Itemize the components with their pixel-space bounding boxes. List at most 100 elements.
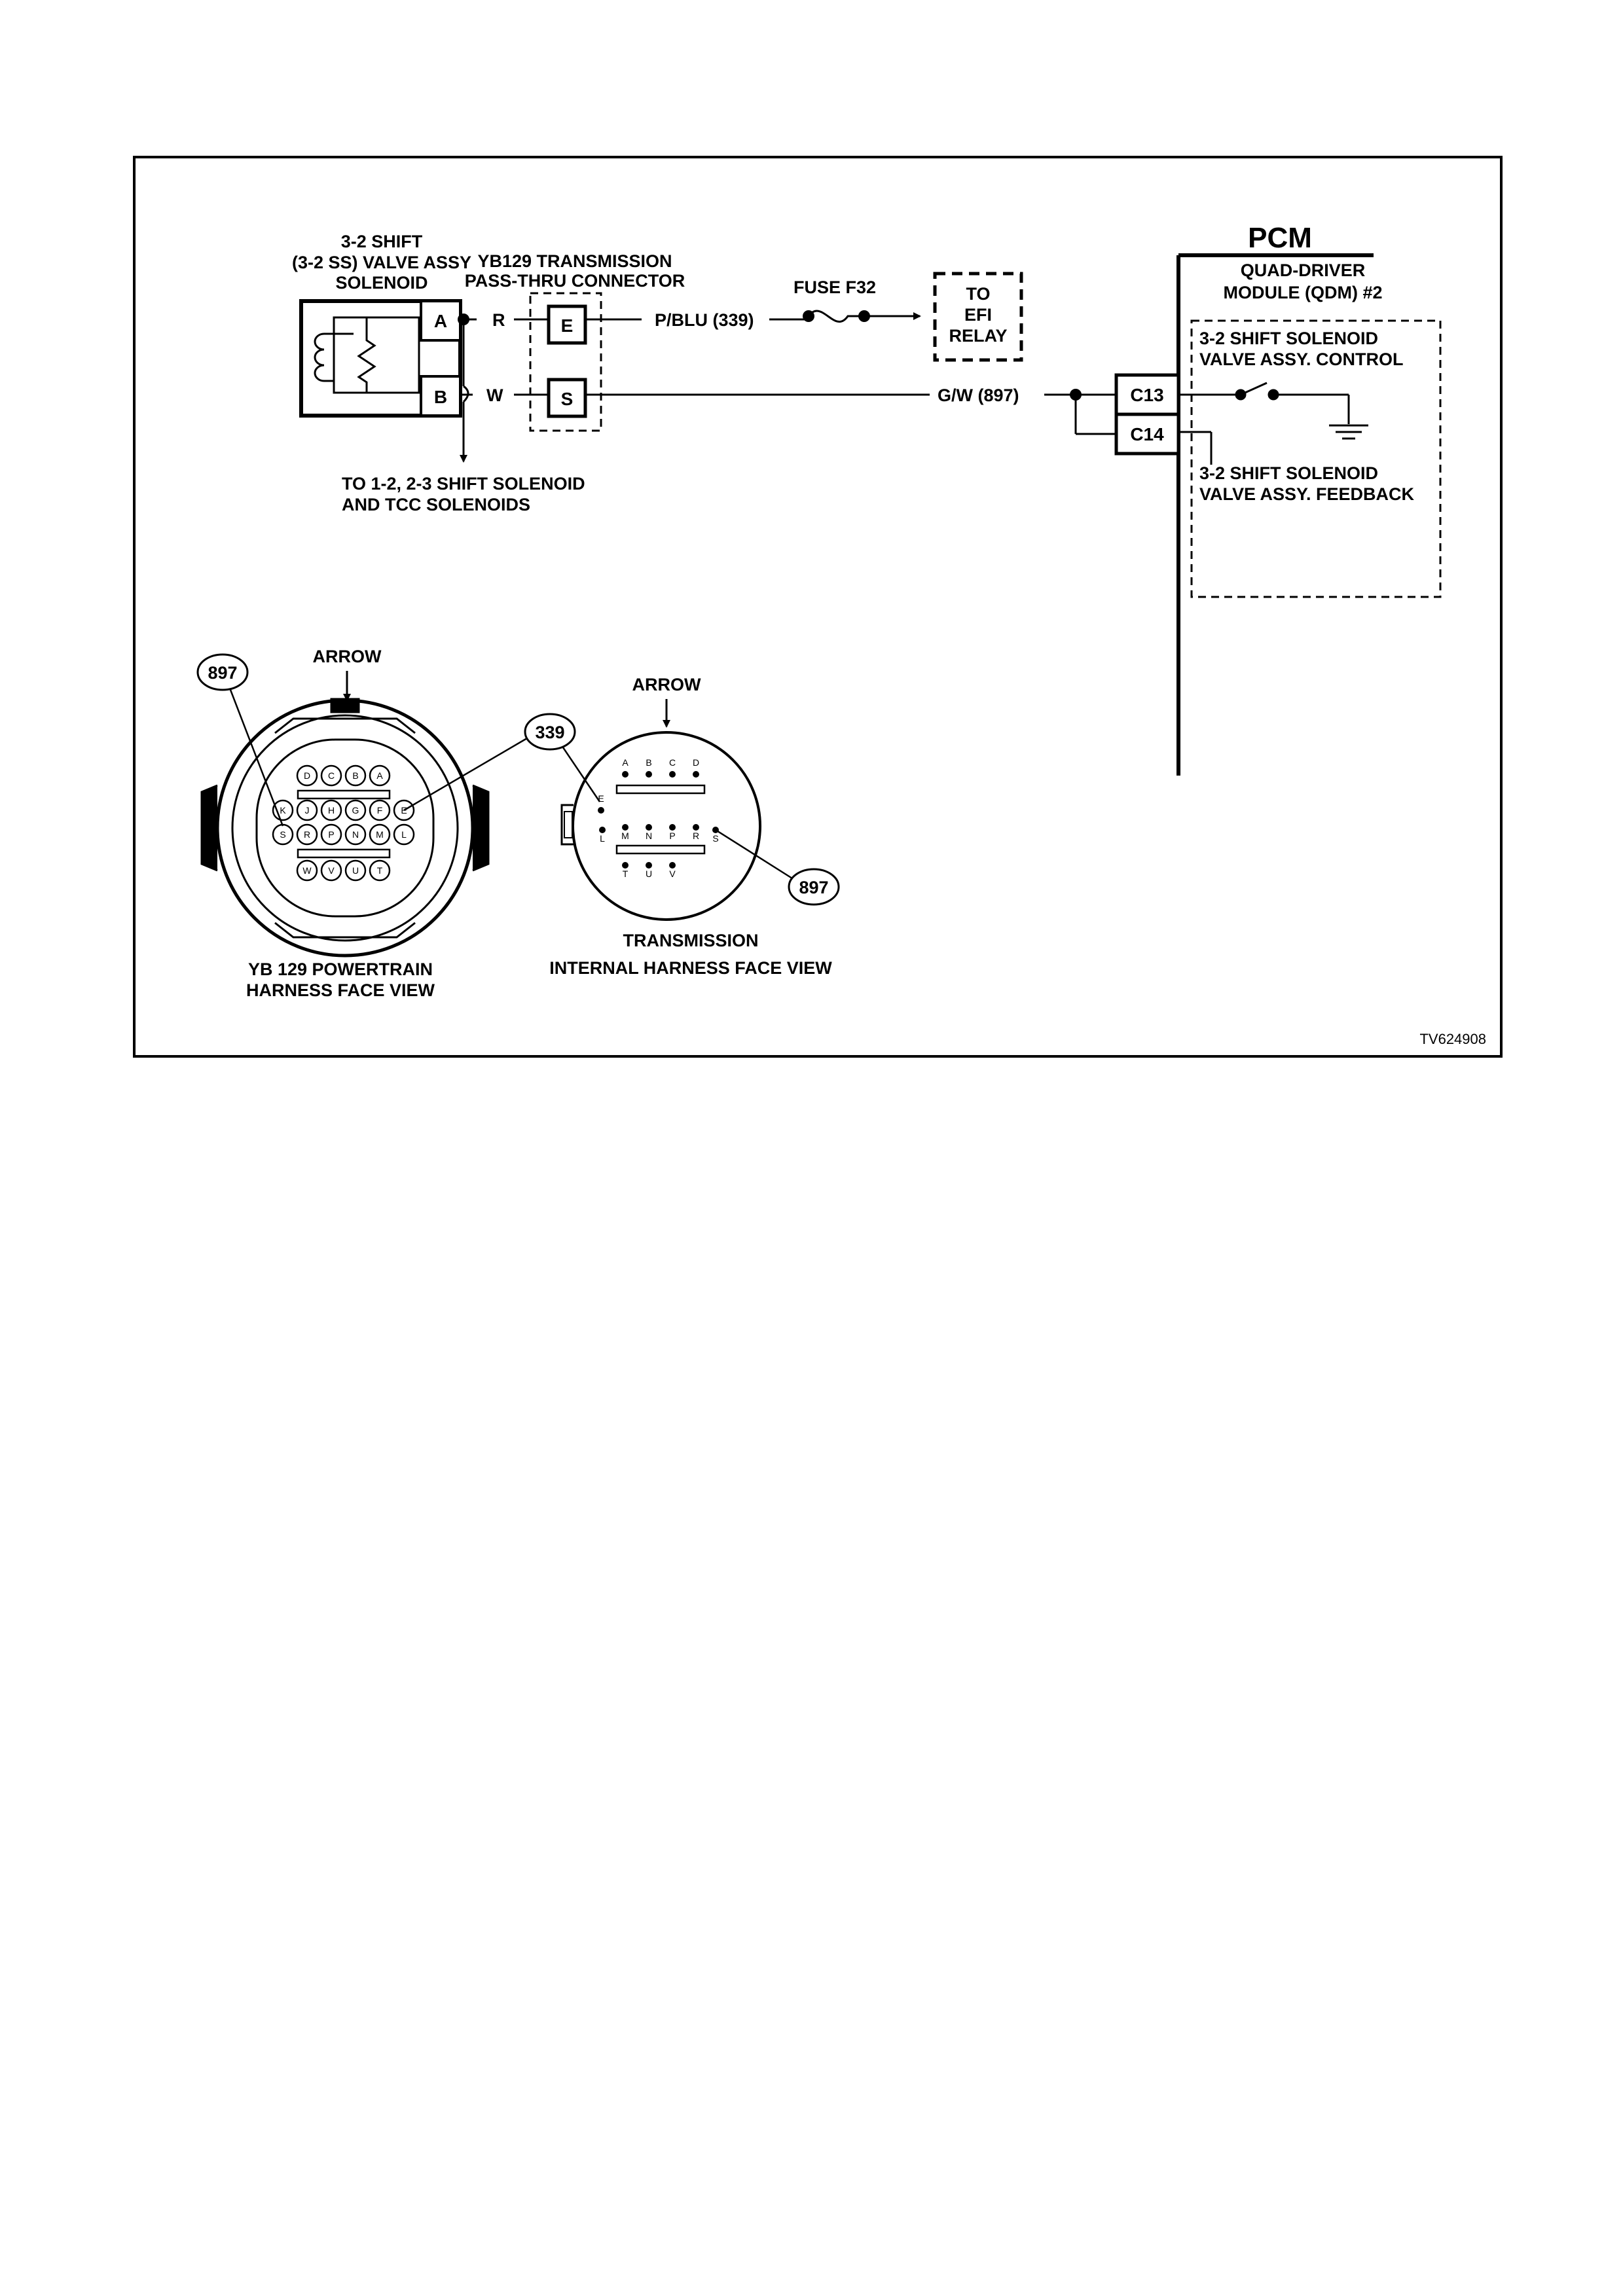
powertrain-key-bar-2 [297,848,391,859]
pin-c: C [669,757,676,778]
svg-text:U: U [646,869,652,879]
feedback-label: 3-2 SHIFT SOLENOID VALVE ASSY. FEEDBACK [1199,463,1415,504]
svg-text:HARNESS FACE VIEW: HARNESS FACE VIEW [246,980,435,1000]
solenoid-coil-icon [314,332,354,382]
fuse-label: FUSE F32 [793,278,876,297]
svg-text:G: G [352,805,359,816]
svg-text:D: D [693,757,699,768]
internal-bottom-pins: T U V [622,862,676,879]
svg-text:897: 897 [208,663,237,683]
svg-text:T: T [377,865,383,876]
svg-text:A: A [376,770,383,781]
internal-key-bar-2 [615,844,706,855]
control-label: 3-2 SHIFT SOLENOID VALVE ASSY. CONTROL [1199,329,1404,369]
internal-arrow-label: ARROW [632,675,701,694]
pass-thru-pin-e: E [547,304,587,345]
to-solenoids-label: TO 1-2, 2-3 SHIFT SOLENOID AND TCC SOLEN… [342,474,585,514]
powertrain-row2: K J H G F E [272,799,415,821]
pin-l: L [599,827,606,844]
svg-text:H: H [328,805,335,816]
pin-a: A [369,764,391,787]
svg-text:D: D [304,770,310,781]
efi-relay-label: TO EFI RELAY [949,284,1007,346]
svg-text:C: C [669,757,676,768]
powertrain-connector [200,698,490,958]
svg-text:897: 897 [799,878,828,897]
pin-u: U [344,859,367,882]
diagram-frame [133,156,1503,1058]
pin-c: C [320,764,342,787]
pin-n: N [646,824,652,841]
svg-text:TO 1-2, 2-3 SHIFT SOLENOID: TO 1-2, 2-3 SHIFT SOLENOID [342,474,585,493]
svg-text:E: E [598,793,604,804]
callout-897-powertrain: 897 [196,653,284,827]
pblu-wire-label: P/BLU (339) [655,310,754,330]
svg-text:C: C [328,770,335,781]
pin-m: M [369,823,391,846]
switch-icon [1178,382,1350,424]
svg-text:AND TCC SOLENOIDS: AND TCC SOLENOIDS [342,495,530,514]
pin-v: V [669,862,676,879]
internal-caption: TRANSMISSION INTERNAL HARNESS FACE VIEW [549,931,832,978]
svg-text:PASS-THRU CONNECTOR: PASS-THRU CONNECTOR [465,271,685,291]
pin-f: F [369,799,391,821]
pin-m: M [621,824,629,841]
svg-text:P: P [328,829,334,840]
pin-r: R [296,823,318,846]
pcm-outline [1176,253,1374,776]
svg-text:S: S [712,833,718,844]
qdm-label: QUAD-DRIVER MODULE (QDM) #2 [1224,260,1383,302]
gw-wire-to-pcm [1044,393,1116,435]
svg-text:S: S [561,389,574,409]
svg-text:N: N [646,831,652,841]
fuse-icon [803,310,921,323]
svg-text:MODULE (QDM) #2: MODULE (QDM) #2 [1224,283,1383,302]
svg-text:U: U [352,865,359,876]
pin-p: P [669,824,676,841]
solenoid-pin-b: B [420,375,462,417]
pin-h: H [320,799,342,821]
pin-w: W [296,859,318,882]
svg-text:V: V [328,865,335,876]
svg-text:RELAY: RELAY [949,326,1007,346]
svg-text:E: E [561,315,574,336]
pin-g: G [344,799,367,821]
svg-text:W: W [302,865,312,876]
svg-text:R: R [693,831,699,841]
svg-text:A: A [622,757,629,768]
pin-a: A [622,757,629,778]
powertrain-caption: YB 129 POWERTRAIN HARNESS FACE VIEW [246,960,435,1000]
svg-text:3-2 SHIFT SOLENOID: 3-2 SHIFT SOLENOID [1199,463,1378,483]
svg-text:VALVE ASSY. CONTROL: VALVE ASSY. CONTROL [1199,350,1404,369]
solenoid-pin-a: A [420,300,462,342]
svg-text:C14: C14 [1130,424,1164,444]
solenoid-body [299,299,462,418]
qdm-dashed-box [1190,319,1442,598]
pcm-title: PCM [1248,222,1312,254]
pin-u: U [646,862,652,879]
figure-code: TV624908 [1419,1031,1486,1047]
pass-thru-pin-s: S [547,378,587,418]
svg-text:EFI: EFI [964,305,992,325]
splice-drop-line [460,319,469,463]
pin-r: R [693,824,699,841]
svg-text:M: M [621,831,629,841]
svg-text:339: 339 [535,723,564,742]
pin-d: D [296,764,318,787]
svg-text:K: K [280,805,286,816]
svg-text:YB 129 POWERTRAIN: YB 129 POWERTRAIN [248,960,433,979]
gw-wire-label: G/W (897) [938,386,1019,405]
ground-icon [1329,424,1368,440]
callout-897-internal: 897 [715,829,840,906]
svg-text:B: B [352,770,358,781]
svg-text:TRANSMISSION: TRANSMISSION [623,931,758,950]
svg-text:SOLENOID: SOLENOID [335,273,428,293]
pin-b: B [344,764,367,787]
svg-text:INTERNAL HARNESS FACE VIEW: INTERNAL HARNESS FACE VIEW [549,958,832,978]
internal-pin-e: E [598,793,604,814]
svg-text:N: N [352,829,359,840]
svg-text:VALVE ASSY. FEEDBACK: VALVE ASSY. FEEDBACK [1199,484,1415,504]
pin-s: S [712,827,719,844]
powertrain-key-bar-1 [297,789,391,800]
